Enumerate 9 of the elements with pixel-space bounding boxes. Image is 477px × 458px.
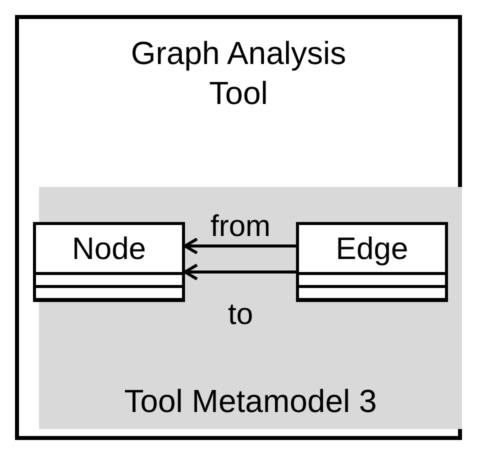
class-name: Edge xyxy=(336,230,408,266)
container-box xyxy=(15,15,462,440)
association-arrow xyxy=(184,264,296,280)
panel-label: Tool Metamodel 3 xyxy=(124,382,377,421)
class-box xyxy=(33,222,185,302)
title-text: Graph Analysis Tool xyxy=(130,34,348,113)
class-box xyxy=(296,222,448,302)
association-arrow xyxy=(184,238,296,254)
class-name: Node xyxy=(72,230,146,266)
